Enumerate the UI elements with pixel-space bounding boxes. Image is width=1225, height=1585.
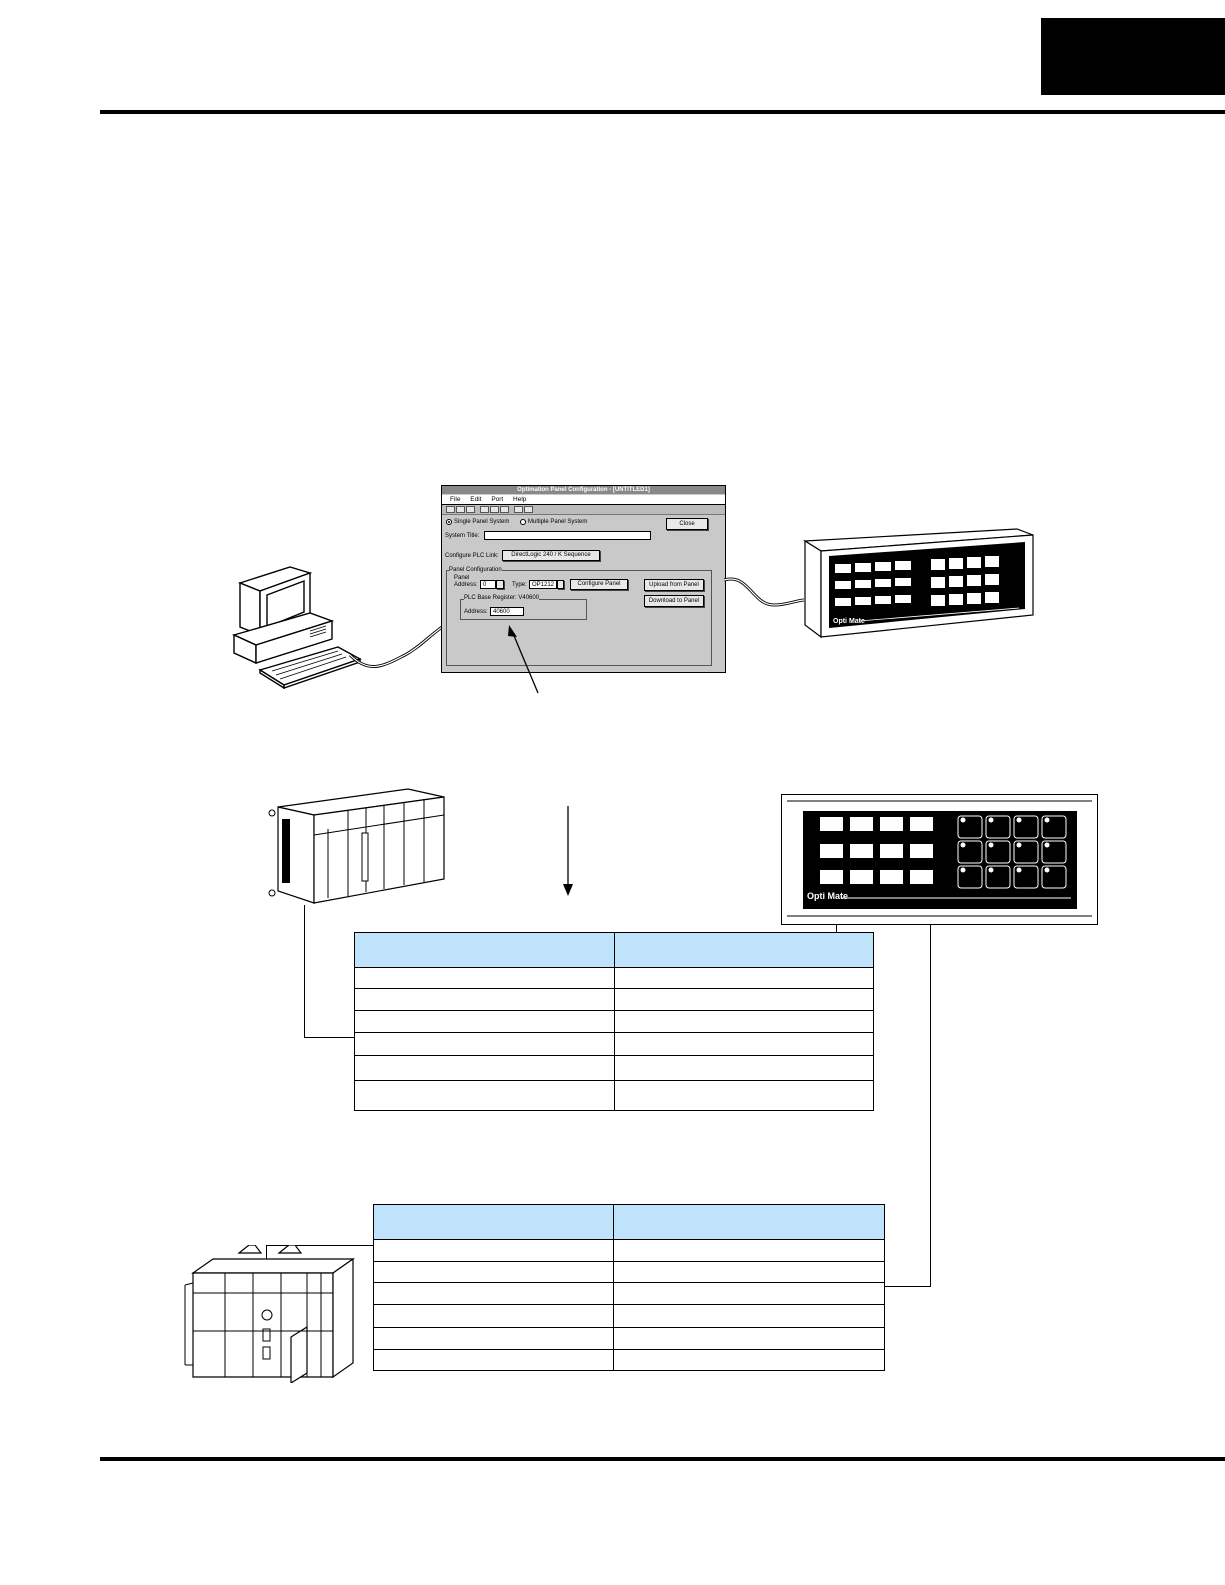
table-header-cell: [613, 932, 874, 968]
connector-line: [304, 1037, 354, 1038]
table-row: [354, 967, 874, 989]
plc-rack-illustration: [268, 788, 445, 904]
table-header-cell: [372, 1204, 615, 1240]
table-row: [372, 1304, 885, 1328]
table-row: [354, 1032, 874, 1056]
table-header-cell: [354, 932, 615, 968]
header-rule: [100, 110, 1225, 114]
panel-configuration-label: Panel Configuration: [449, 567, 502, 574]
panel-label: Panel: [454, 575, 470, 581]
panel-configuration-window: Optimation Panel Configuration - [UNTITL…: [441, 485, 726, 673]
operator-panel-illustration: Opti Mate: [803, 528, 1034, 639]
paste-icon[interactable]: [500, 506, 509, 513]
new-icon[interactable]: [446, 506, 455, 513]
menu-edit[interactable]: Edit: [470, 496, 482, 503]
table-row: [372, 1239, 885, 1262]
connector-line: [266, 1245, 267, 1267]
close-button[interactable]: Close: [666, 518, 708, 530]
table-header-cell: [613, 1204, 885, 1240]
window-title: Optimation Panel Configuration - [UNTITL…: [442, 486, 725, 494]
panel-cable: [724, 577, 804, 607]
brand-text-front: Opti Mate: [807, 891, 848, 901]
chevron-down-icon[interactable]: [557, 580, 564, 589]
open-icon[interactable]: [456, 506, 465, 513]
upload-from-panel-button[interactable]: Upload from Panel: [644, 579, 704, 591]
single-panel-radio[interactable]: [446, 519, 452, 525]
plc-base-illustration: [184, 1245, 355, 1383]
connector-line: [266, 1245, 373, 1246]
multiple-panel-radio[interactable]: [520, 519, 526, 525]
plc-link-button[interactable]: DirectLogic 240 / K Sequence: [502, 550, 600, 561]
connector-line: [836, 925, 837, 937]
type-label: Type:: [512, 582, 527, 588]
menu-port[interactable]: Port: [491, 496, 504, 503]
memory-map-table-1: [354, 932, 874, 1111]
panel-configuration-group: [446, 570, 712, 666]
connector-line: [884, 1286, 931, 1287]
callout-arrow: [508, 625, 539, 694]
operator-panel-front-drawing: Opti Mate: [787, 800, 1092, 917]
configure-plc-link-label: Configure PLC Link:: [445, 553, 499, 559]
panel-type-select[interactable]: OP1212: [529, 580, 557, 589]
chapter-tab-block: [1041, 18, 1225, 95]
multiple-panel-label: Multiple Panel System: [528, 519, 588, 525]
table-row: [354, 1080, 874, 1111]
cut-icon[interactable]: [480, 506, 489, 513]
table-row: [354, 1055, 874, 1081]
table-row: [354, 1010, 874, 1033]
menu-bar: File Edit Port Help: [442, 495, 725, 505]
plc-base-register-label: PLC Base Register: V40600: [464, 595, 540, 602]
table-row: [354, 988, 874, 1011]
download-to-panel-button[interactable]: Download to Panel: [644, 595, 704, 607]
base-address-label: Address:: [464, 609, 488, 615]
address-label: Address:: [454, 582, 478, 588]
footer-rule: [100, 1457, 1225, 1461]
brand-text: Opti Mate: [833, 618, 865, 625]
computer-illustration: [231, 566, 445, 690]
system-title-label: System Title:: [445, 533, 480, 539]
panel-address-input[interactable]: 0: [480, 580, 496, 589]
single-panel-label: Single Panel System: [454, 519, 510, 525]
table-row: [372, 1282, 885, 1305]
save-icon[interactable]: [466, 506, 475, 513]
table-row: [372, 1327, 885, 1350]
print-icon[interactable]: [514, 506, 523, 513]
address-spinner[interactable]: [496, 580, 504, 589]
menu-help[interactable]: Help: [513, 496, 527, 503]
connector-line: [304, 905, 305, 1038]
copy-icon[interactable]: [490, 506, 499, 513]
help-icon[interactable]: [524, 506, 533, 513]
connector-line: [930, 925, 931, 1287]
menu-file[interactable]: File: [450, 496, 461, 503]
memory-map-table-2: [372, 1204, 885, 1371]
toolbar: [442, 505, 725, 515]
table-row: [372, 1349, 885, 1371]
base-address-input[interactable]: 40600: [490, 607, 524, 616]
down-arrow: [563, 806, 573, 896]
configure-panel-button[interactable]: Configure Panel: [570, 579, 628, 590]
system-title-input[interactable]: [484, 531, 651, 540]
table-row: [372, 1261, 885, 1283]
